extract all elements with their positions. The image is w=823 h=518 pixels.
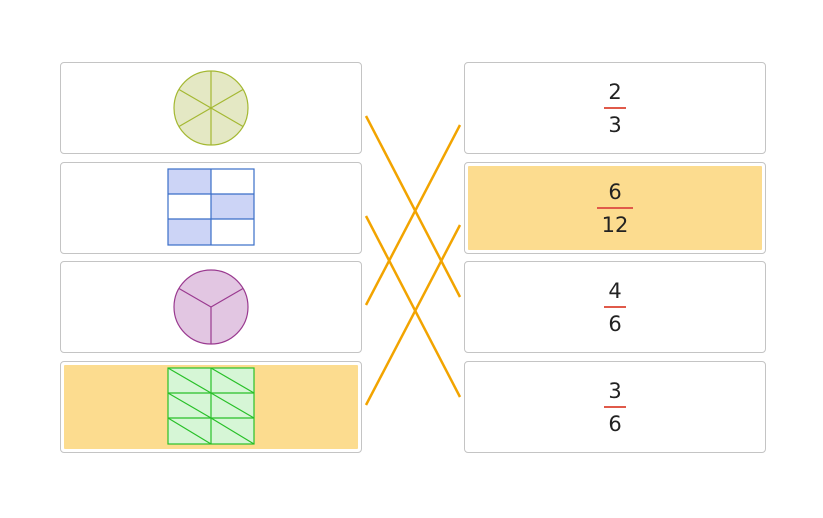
connector-line	[364, 224, 462, 406]
left-card-triangle-grid[interactable]	[60, 361, 362, 453]
right-card-3-6[interactable]: 3 6	[464, 361, 766, 453]
numerator: 6	[608, 179, 622, 204]
right-card-6-12[interactable]: 6 12	[464, 162, 766, 254]
right-card-4-6[interactable]: 4 6	[464, 261, 766, 353]
denominator: 3	[608, 112, 622, 137]
right-card-2-3[interactable]: 2 3	[464, 62, 766, 154]
denominator: 6	[608, 311, 622, 336]
grid-halves-icon	[167, 168, 255, 246]
fraction-bar	[597, 206, 633, 209]
numerator: 3	[608, 378, 622, 403]
connector-line	[364, 124, 462, 306]
fraction: 4 6	[465, 262, 765, 352]
fraction-bar	[604, 106, 626, 109]
fraction: 2 3	[465, 63, 765, 153]
numerator: 4	[608, 278, 622, 303]
denominator: 12	[601, 212, 629, 237]
left-card-circle-thirds[interactable]	[60, 261, 362, 353]
circle-sixths-icon	[173, 70, 249, 146]
left-card-circle-sixths[interactable]	[60, 62, 362, 154]
connector-line	[364, 215, 462, 398]
fraction: 6 12	[465, 163, 765, 253]
circle-thirds-icon	[173, 269, 249, 345]
fraction-bar	[604, 405, 626, 408]
triangle-grid-icon	[167, 367, 255, 445]
fraction: 3 6	[465, 362, 765, 452]
denominator: 6	[608, 411, 622, 436]
connector-line	[364, 115, 462, 298]
numerator: 2	[608, 79, 622, 104]
fraction-bar	[604, 305, 626, 308]
left-card-grid-halves[interactable]	[60, 162, 362, 254]
